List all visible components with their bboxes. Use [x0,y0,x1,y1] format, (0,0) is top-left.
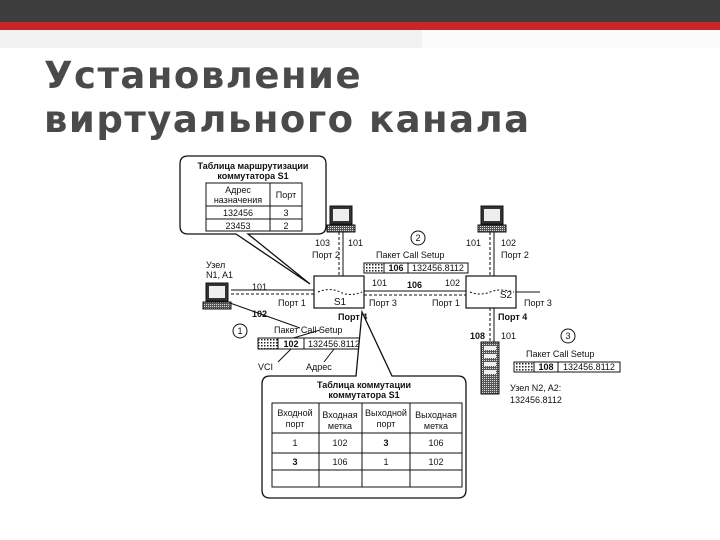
switch-col-out-port-1: Выходной [365,408,407,418]
switch-s2-label: S2 [500,290,513,301]
switch-col-in-port-2: порт [286,419,305,429]
computer-node-n1 [202,282,232,310]
routing-table-callout: Таблица маршрутизации коммутатора S1 Адр… [179,155,327,285]
switch-row-1-in-port: 1 [292,438,297,448]
packet-1-label: 102 [283,339,298,349]
packet-3-caption: Пакет Call Setup [526,349,594,359]
packet-2-caption: Пакет Call Setup [376,250,444,260]
switch-table-title-2: коммутатора S1 [328,390,399,400]
routing-col-dest-2: назначения [214,195,262,205]
packet-3-step: 3 [565,331,570,341]
packet-2: 2 Пакет Call Setup 106 132456.8112 [363,230,469,274]
node-n2-label-1: Узел N2, A2: [510,383,561,393]
s2-top-label-101: 101 [466,238,481,248]
switch-col-out-port-2: порт [377,419,396,429]
s1-port2-label: Порт 2 [312,250,340,260]
routing-row-2-dest: 23453 [225,221,250,231]
computer-top-s1 [326,205,356,233]
trunk-label-101: 101 [372,278,387,288]
switch-row-2-out-label: 102 [428,457,443,467]
routing-table-title-2: коммутатора S1 [217,171,288,181]
packet-1-address: 132456.8112 [308,339,360,349]
routing-table-title-1: Таблица маршрутизации [198,161,309,171]
packet-2-label: 106 [388,263,403,273]
switch-col-out-label-1: Выходная [415,410,457,420]
trunk-label-102: 102 [445,278,460,288]
s1-top-label-103: 103 [315,238,330,248]
vci-label: VCI [258,362,273,372]
routing-col-port: Порт [276,190,296,200]
packet-1: 1 Пакет Call Setup 102 132456.8112 VCI А… [232,323,365,372]
s2-port4-label: Порт 4 [498,312,527,322]
packet-2-address: 132456.8112 [412,263,464,273]
packet-3: 3 Пакет Call Setup 108 132456.8112 [513,328,621,373]
packet-2-step: 2 [415,233,420,243]
s1-port1-label: Порт 1 [278,298,306,308]
routing-row-1-port: 3 [283,208,288,218]
switch-row-2-in-port: 3 [292,457,297,467]
packet-3-address: 132456.8112 [563,362,615,372]
switch-row-2-out-port: 1 [383,457,388,467]
s2-port2-label: Порт 2 [501,250,529,260]
s1-top-label-101: 101 [348,238,363,248]
address-label: Адрес [306,362,332,372]
switching-table-callout: Таблица коммутации коммутатора S1 Входно… [261,309,467,499]
slide-title: Установление виртуального канала [44,54,531,141]
n1-link-label-101: 101 [252,282,267,292]
switch-row-2-in-label: 106 [332,457,347,467]
packet-3-label: 108 [538,362,553,372]
node-n1-label-1: Узел [206,260,225,270]
packet-1-step: 1 [237,326,242,336]
switch-col-out-label-2: метка [424,421,448,431]
switch-row-1-out-port: 3 [383,438,388,448]
s2-bottom-label-108: 108 [470,331,485,341]
top-red-band [0,22,720,30]
s2-bottom-label-101: 101 [501,331,516,341]
top-light-notch [422,30,720,48]
switch-row-1-in-label: 102 [332,438,347,448]
trunk-label-106: 106 [407,280,422,290]
switch-col-in-label-1: Входная [322,410,357,420]
s1-port3-label: Порт 3 [369,298,397,308]
routing-col-dest-1: Адрес [225,185,251,195]
switch-s1-label: S1 [334,297,347,308]
switch-col-in-label-2: метка [328,421,352,431]
routing-row-2-port: 2 [283,221,288,231]
computer-top-s2 [477,205,507,233]
s2-top-label-102: 102 [501,238,516,248]
s2-port1-label: Порт 1 [432,298,460,308]
switch-table-title-1: Таблица коммутации [317,380,411,390]
routing-row-1-dest: 132456 [223,208,253,218]
server-node-n2 [480,341,500,395]
top-dark-band [0,0,720,22]
s2-port3-label: Порт 3 [524,298,552,308]
packet-1-caption: Пакет Call Setup [274,325,342,335]
node-n1-label-2: N1, A1 [206,270,233,280]
switch-row-1-out-label: 106 [428,438,443,448]
s1-port4-label: Порт 4 [338,312,367,322]
switch-col-in-port-1: Входной [277,408,312,418]
n1-link-label-102: 102 [252,309,267,319]
node-n2-label-2: 132456.8112 [510,395,562,405]
